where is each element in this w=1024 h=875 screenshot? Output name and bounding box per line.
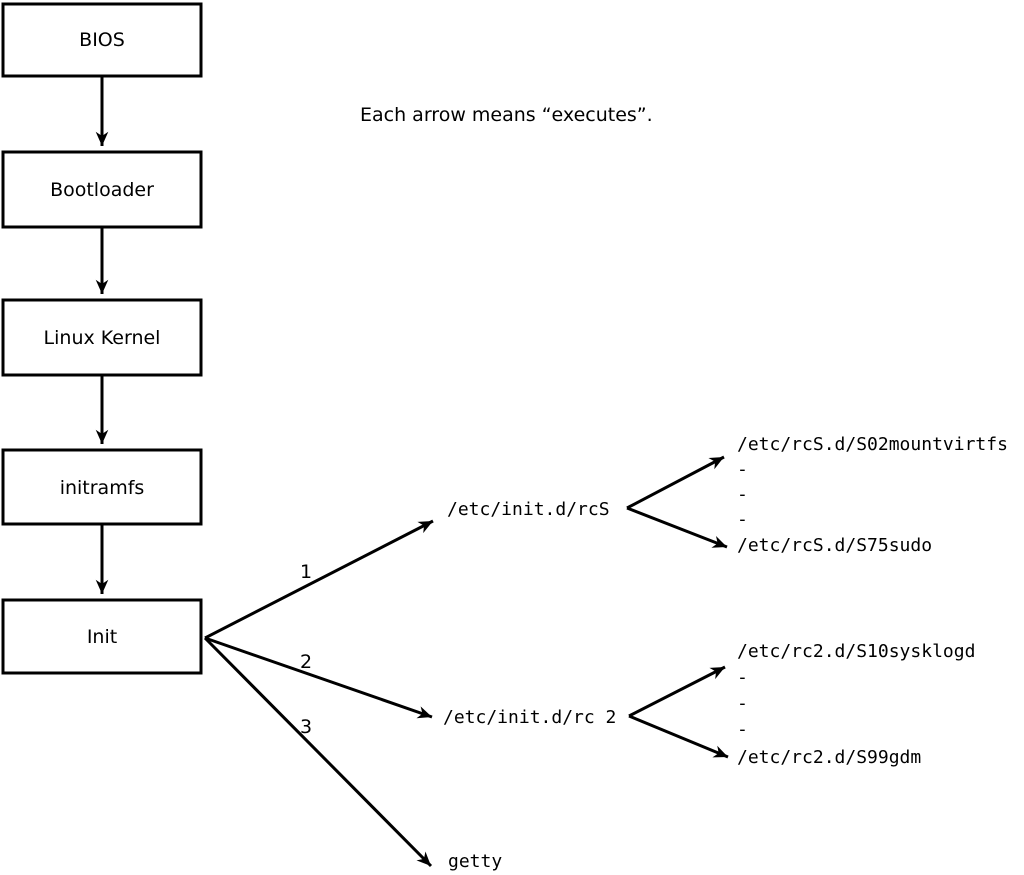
arrow-init-to-rc2 xyxy=(204,636,433,719)
arrow-rcS-to-last-script xyxy=(626,506,728,549)
rc2-ellipsis-dash: - xyxy=(737,693,748,714)
rc2-node-label: /etc/init.d/rc 2 xyxy=(443,707,616,728)
flow-node-bootloader: Bootloader xyxy=(1,150,203,229)
rc2-script-first: /etc/rc2.d/S10sysklogd xyxy=(737,641,975,662)
rcS-script-list: /etc/rcS.d/S02mountvirtfs - - - /etc/rcS… xyxy=(737,434,1008,556)
arrow-rc2-to-last-script xyxy=(628,714,729,759)
bios-box xyxy=(1,2,203,78)
rcS-node-label: /etc/init.d/rcS xyxy=(447,499,610,520)
flow-node-bios: BIOS xyxy=(1,2,203,78)
initramfs-box xyxy=(1,448,203,526)
arrow-rc2-to-first-script xyxy=(628,665,726,718)
linux-kernel-label: Linux Kernel xyxy=(44,327,161,349)
rcS-script-last: /etc/rcS.d/S75sudo xyxy=(737,535,932,556)
branch-order-3: 3 xyxy=(300,716,312,738)
init-box xyxy=(1,598,203,675)
arrow-init-to-rcS xyxy=(204,519,434,640)
branch-order-2: 2 xyxy=(300,651,312,673)
rcS-script-first: /etc/rcS.d/S02mountvirtfs xyxy=(737,434,1008,455)
rc2-script-list: /etc/rc2.d/S10sysklogd - - - /etc/rc2.d/… xyxy=(737,641,975,768)
rc2-ellipsis-dash: - xyxy=(737,719,748,740)
rc2-ellipsis-dash: - xyxy=(737,667,748,688)
rcS-ellipsis-dash: - xyxy=(737,509,748,530)
rcS-ellipsis-dash: - xyxy=(737,459,748,480)
flow-node-initramfs: initramfs xyxy=(1,448,203,526)
arrow-init-to-getty xyxy=(203,636,433,868)
rc2-script-last: /etc/rc2.d/S99gdm xyxy=(737,747,921,768)
annotation-text: Each arrow means “executes”. xyxy=(360,104,653,126)
rcS-ellipsis-dash: - xyxy=(737,484,748,505)
branch-order-1: 1 xyxy=(300,561,312,583)
initramfs-label: initramfs xyxy=(60,477,145,499)
bios-label: BIOS xyxy=(79,29,125,51)
flow-node-linux-kernel: Linux Kernel xyxy=(1,298,203,377)
arrow-rcS-to-first-script xyxy=(626,455,725,510)
bootloader-label: Bootloader xyxy=(50,179,154,201)
linux-kernel-box xyxy=(1,298,203,377)
flow-node-init: Init xyxy=(1,598,203,675)
getty-node-label: getty xyxy=(448,851,502,872)
init-label: Init xyxy=(87,626,117,648)
bootloader-box xyxy=(1,150,203,229)
